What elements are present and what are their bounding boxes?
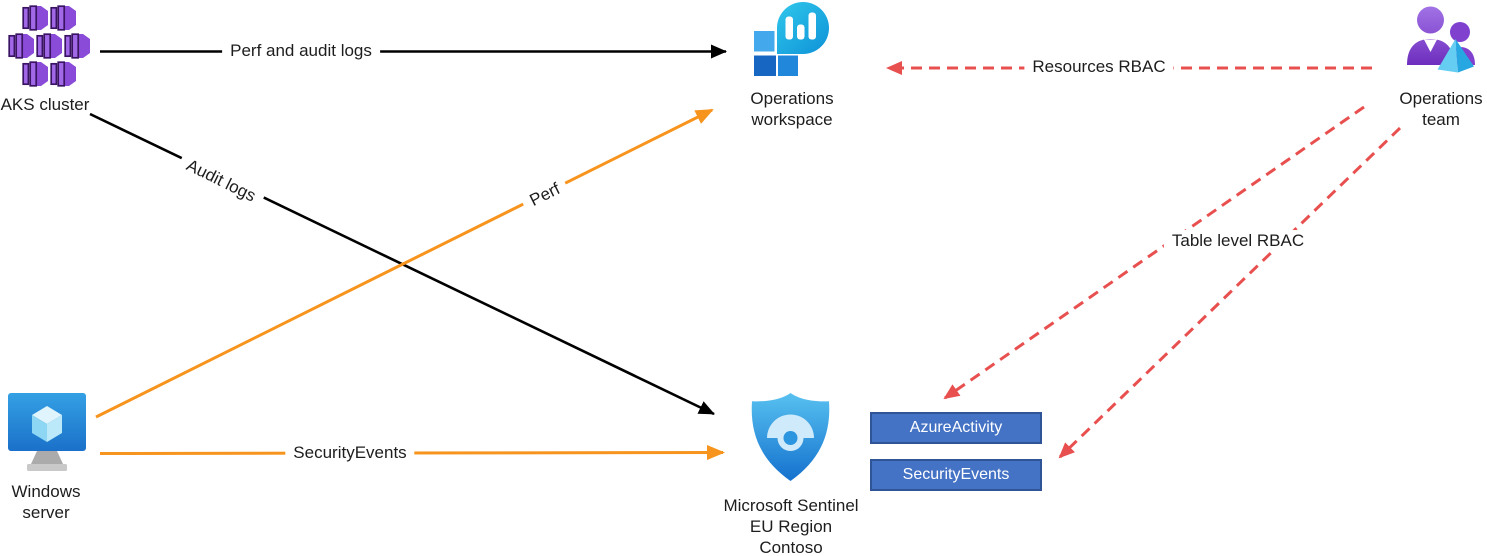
operations-team-icon — [1407, 6, 1475, 73]
windows-server-icon — [8, 393, 86, 471]
edge-label-security-events: SecurityEvents — [285, 442, 415, 464]
edge-table-rbac-line-securityevents — [1058, 126, 1402, 459]
edge-label-resources-rbac: Resources RBAC — [1024, 56, 1174, 78]
log-analytics-workspace-icon — [754, 2, 829, 76]
windows-server-label: Windows server — [11, 482, 81, 522]
azureactivity-table-label: AzureActivity — [909, 419, 1003, 436]
aks-cluster-label: AKS cluster — [0, 95, 90, 114]
operations-workspace-label: Operations workspace — [750, 89, 834, 129]
edge-table-rbac-line-azureactivity — [943, 105, 1365, 400]
microsoft-sentinel-icon — [751, 393, 830, 481]
securityevents-table-box: SecurityEvents — [870, 459, 1042, 491]
edge-label-perf-and-audit-logs: Perf and audit logs — [222, 40, 380, 62]
azureactivity-table-box: AzureActivity — [870, 412, 1042, 444]
securityevents-table-label: SecurityEvents — [902, 466, 1010, 483]
aks-cluster-icon — [8, 5, 91, 87]
sentinel-label: Microsoft Sentinel EU Region Contoso — [723, 496, 859, 556]
operations-team-label: Operations team — [1399, 89, 1483, 129]
edge-label-table-level-rbac: Table level RBAC — [1163, 230, 1313, 252]
edge-perf-line — [95, 108, 714, 419]
